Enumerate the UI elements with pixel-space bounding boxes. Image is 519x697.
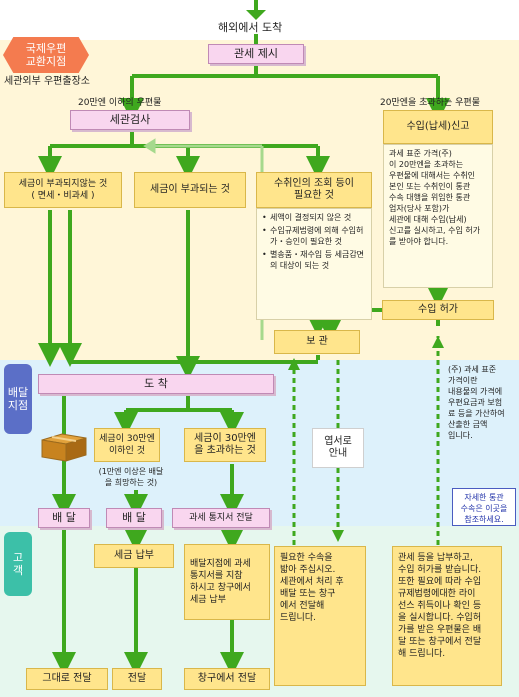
deliver-node-2: 배 달	[106, 508, 162, 528]
over-200k-label: 20만엔을 초과하는 우편물	[380, 98, 480, 108]
duty-payment-note: 관세 등을 납부하고, 수입 허가를 받습니다. 또한 필요에 따라 수입 규제…	[392, 546, 502, 686]
pay-tax-node: 세금 납부	[94, 544, 174, 568]
band-label-customer: 고 객	[4, 532, 32, 596]
review-item: 별송품・재수입 등 세금감면의 대상이 되는 것	[262, 249, 366, 271]
procedure-link[interactable]: 자세한 통관 수속은 이곳을 참조하세요.	[452, 488, 516, 526]
review-item: 수입규제법령에 의해 수입허가・승인이 필요한 것	[262, 225, 366, 247]
band-label-customs: 국제우편 교환지점	[3, 37, 89, 73]
hand-at-counter-node: 창구에서 전달	[184, 668, 270, 690]
hand-over-node: 전달	[112, 668, 162, 690]
import-permit-node: 수입 허가	[382, 300, 494, 320]
import-declaration-node: 수입(납세)신고	[383, 110, 493, 144]
deliver-node-1: 배 달	[38, 508, 90, 528]
postcard-guide-node: 엽서로 안내	[312, 428, 364, 468]
taxed-node: 세금이 부과되는 것	[134, 172, 246, 208]
hand-as-is-node: 그대로 전달	[26, 668, 108, 690]
band-label-delivery: 배달 지점	[4, 364, 32, 434]
review-item: 세액이 결정되지 않은 것	[262, 212, 366, 223]
arrival-node: 도 착	[38, 374, 274, 394]
customer-procedure-note: 필요한 수속을 밟아 주십시오. 세관에서 처리 후 배달 또는 창구 에서 전…	[274, 546, 366, 686]
arrival-from-abroad: 해외에서 도착	[218, 21, 283, 34]
needs-review-node: 수취인의 조회 등이 필요한 것	[256, 172, 372, 208]
under-200k-label: 20만엔 이하의 우편물	[78, 98, 162, 108]
not-taxed-node: 세금이 부과되지않는 것 ( 면세・비과세 )	[4, 172, 122, 208]
tax-over-300k-node: 세금이 30만엔 을 초과하는 것	[184, 428, 266, 462]
review-items-note: 세액이 결정되지 않은 것 수입규제법령에 의해 수입허가・승인이 필요한 것 …	[256, 208, 372, 320]
tax-under-300k-node: 세금이 30만엔 이하인 것	[94, 428, 160, 462]
tax-notice-delivery-node: 과세 통지서 전달	[172, 508, 270, 528]
customs-declaration-node: 관세 제시	[208, 44, 304, 64]
package-icon	[40, 432, 88, 462]
storage-node: 보 관	[274, 330, 360, 354]
footnote: (주) 과세 표준 가격이란 내용물의 가격에 우편요금과 보험 료 등을 가산…	[448, 365, 505, 440]
tax-procedure-note: 배달지점에 과세 통지서를 지참 하시고 창구에서 세금 납부	[184, 544, 270, 620]
customs-inspection-node: 세관검사	[70, 110, 190, 130]
standard-value-note: 과세 표준 가격(주) 이 20만엔을 초과하는 우편물에 대해서는 수취인 본…	[383, 144, 493, 288]
fix-note: (1만엔 이상은 배달 을 희망하는 것)	[98, 467, 164, 487]
band-sublabel-customs-post: 세관외부 우편출장소	[4, 76, 90, 87]
